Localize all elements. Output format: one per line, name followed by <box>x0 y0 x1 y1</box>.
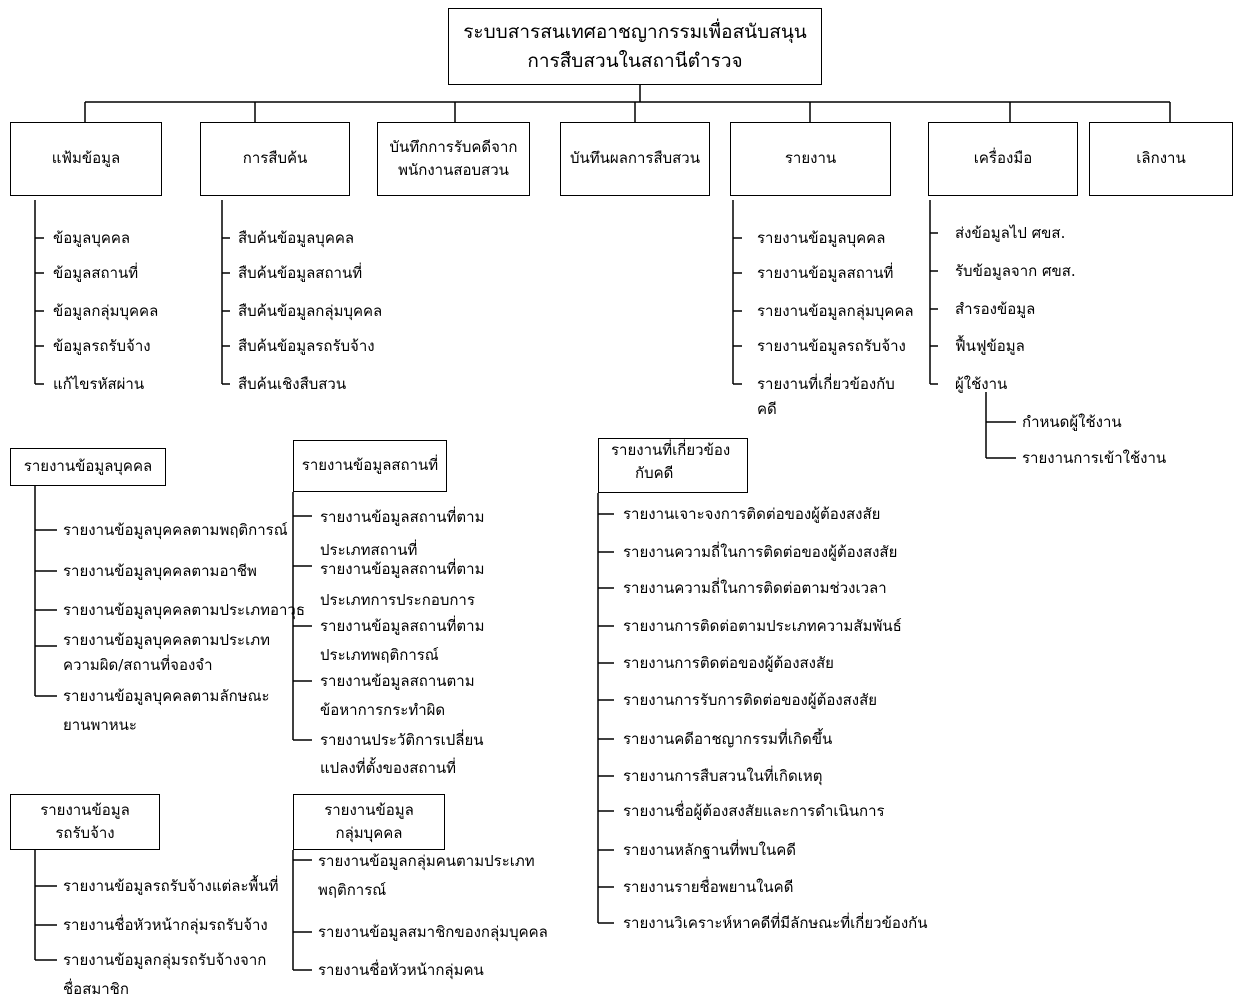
detail-taxi-item-cont: ชื่อสมาชิก <box>63 980 129 998</box>
detail-case-title-2: กับคดี <box>635 464 674 483</box>
detail-place-title: รายงานข้อมูลสถานที่ <box>301 456 439 475</box>
detail-group-title-1: รายงานข้อมูล <box>324 800 414 819</box>
detail-place-item-cont: ประเภทสถานที่ <box>320 541 418 559</box>
menu-tools[interactable]: เครื่องมือ <box>928 122 1078 196</box>
detail-case-item[interactable]: รายงานการติดต่อตามประเภทความสัมพันธ์ <box>623 617 902 635</box>
detail-place-item[interactable]: รายงานข้อมูลสถานที่ตาม <box>320 617 485 635</box>
menu-file-label: แฟ้มข้อมูล <box>51 149 121 168</box>
tools-item-restore[interactable]: ฟื้นฟูข้อมูล <box>955 337 1025 355</box>
menu-report[interactable]: รายงาน <box>730 122 891 196</box>
file-item-place[interactable]: ข้อมูลสถานที่ <box>53 264 139 282</box>
search-item-taxi[interactable]: สืบค้นข้อมูลรถรับจ้าง <box>238 337 375 355</box>
detail-person-item[interactable]: รายงานข้อมูลบุคคลตามพฤติการณ์ <box>63 521 288 539</box>
detail-place-box: รายงานข้อมูลสถานที่ <box>293 440 447 492</box>
menu-case-receive-line1: บันทึกการรับคดีจาก <box>389 137 518 156</box>
detail-group-item-cont: พฤติการณ์ <box>318 881 387 899</box>
detail-place-item-cont: แปลงที่ตั้งของสถานที่ <box>320 759 457 777</box>
menu-investigation-result[interactable]: บันทึนผลการสืบสวน <box>560 122 710 196</box>
detail-taxi-item[interactable]: รายงานข้อมูลกลุ่มรถรับจ้างจาก <box>63 951 267 969</box>
detail-case-item[interactable]: รายงานรายชื่อพยานในคดี <box>623 878 794 896</box>
detail-case-item[interactable]: รายงานหลักฐานที่พบในคดี <box>623 841 797 859</box>
detail-group-item[interactable]: รายงานข้อมูลกลุ่มคนตามประเภท <box>318 852 535 870</box>
menu-case-receive[interactable]: บันทึกการรับคดีจาก พนักงานสอบสวน <box>377 122 530 196</box>
detail-person-item[interactable]: รายงานข้อมูลบุคคลตามประเภท <box>63 631 270 649</box>
search-item-investigative[interactable]: สืบค้นเชิงสืบสวน <box>238 375 347 393</box>
detail-place-item[interactable]: รายงานข้อมูลสถานที่ตาม <box>320 560 485 578</box>
menu-file[interactable]: แฟ้มข้อมูล <box>10 122 162 196</box>
root-line-2: การสืบสวนในสถานีตำรวจ <box>527 49 743 72</box>
detail-person-item[interactable]: รายงานข้อมูลบุคคลตามลักษณะ <box>63 687 270 705</box>
file-item-taxi[interactable]: ข้อมูลรถรับจ้าง <box>53 337 151 355</box>
detail-case-item[interactable]: รายงานความถี่ในการติดต่อตามช่วงเวลา <box>623 579 887 597</box>
detail-case-item[interactable]: รายงานเจาะจงการติดต่อของผู้ต้องสงสัย <box>623 505 881 523</box>
tools-item-backup[interactable]: สำรองข้อมูล <box>955 300 1036 318</box>
detail-group-item[interactable]: รายงานชื่อหัวหน้ากลุ่มคน <box>318 961 484 979</box>
tools-subitem-access-report[interactable]: รายงานการเข้าใช้งาน <box>1022 449 1167 467</box>
detail-person-item[interactable]: รายงานข้อมูลบุคคลตามประเภทอาวุธ <box>63 601 305 619</box>
detail-person-box: รายงานข้อมูลบุคคล <box>10 448 166 486</box>
tools-item-send[interactable]: ส่งข้อมูลไป ศขส. <box>955 224 1066 242</box>
detail-group-box: รายงานข้อมูล กลุ่มบุคคล <box>293 794 445 850</box>
detail-group-item[interactable]: รายงานข้อมูลสมาชิกของกลุ่มบุคคล <box>318 923 548 941</box>
file-item-password[interactable]: แก้ไขรหัสผ่าน <box>53 375 145 393</box>
detail-person-item-cont: ความผิด/สถานที่จองจำ <box>63 656 213 674</box>
detail-place-item-cont: ประเภทพฤติการณ์ <box>320 646 439 664</box>
detail-group-title-2: กลุ่มบุคคล <box>335 824 403 842</box>
menu-exit-label: เลิกงาน <box>1136 149 1186 168</box>
detail-case-item[interactable]: รายงานการติดต่อของผู้ต้องสงสัย <box>623 654 834 672</box>
detail-case-item[interactable]: รายงานชื่อผู้ต้องสงสัยและการดำเนินการ <box>623 802 885 820</box>
menu-tools-label: เครื่องมือ <box>973 149 1033 168</box>
tools-item-receive[interactable]: รับข้อมูลจาก ศขส. <box>955 262 1076 280</box>
detail-place-item-cont: ประเภทการประกอบการ <box>320 591 475 609</box>
detail-taxi-title-2: รถรับจ้าง <box>55 824 115 842</box>
system-root-box: ระบบสารสนเทศอาชญากรรมเพื่อสนับสนุน การสื… <box>448 8 822 85</box>
detail-place-item[interactable]: รายงานข้อมูลสถานที่ตาม <box>320 508 485 526</box>
report-item-case[interactable]: รายงานที่เกี่ยวข้องกับ <box>757 375 895 393</box>
detail-case-item[interactable]: รายงานความถี่ในการติดต่อของผู้ต้องสงสัย <box>623 543 898 561</box>
search-item-place[interactable]: สืบค้นข้อมูลสถานที่ <box>238 264 363 282</box>
menu-report-label: รายงาน <box>784 149 837 168</box>
detail-person-item-cont: ยานพาหนะ <box>63 716 137 734</box>
file-item-person[interactable]: ข้อมูลบุคคล <box>53 229 131 247</box>
detail-case-item[interactable]: รายงานการสืบสวนในที่เกิดเหตุ <box>623 767 823 785</box>
detail-case-item[interactable]: รายงานคดีอาชญากรรมที่เกิดขึ้น <box>623 730 833 748</box>
report-item-person[interactable]: รายงานข้อมูลบุคคล <box>757 229 886 247</box>
detail-person-item[interactable]: รายงานข้อมูลบุคคลตามอาชีพ <box>63 562 257 580</box>
detail-person-title: รายงานข้อมูลบุคคล <box>23 457 153 476</box>
detail-taxi-title-1: รายงานข้อมูล <box>40 800 130 819</box>
search-item-person[interactable]: สืบค้นข้อมูลบุคคล <box>238 229 355 247</box>
report-item-place[interactable]: รายงานข้อมูลสถานที่ <box>757 264 894 282</box>
detail-taxi-box: รายงานข้อมูล รถรับจ้าง <box>10 794 160 850</box>
detail-case-title-1: รายงานที่เกี่ยวข้อง <box>611 441 731 459</box>
tools-item-users[interactable]: ผู้ใช้งาน <box>955 375 1008 393</box>
detail-place-item-cont: ข้อหาการกระทำผิด <box>320 701 446 719</box>
search-item-group[interactable]: สืบค้นข้อมูลกลุ่มบุคคล <box>238 302 383 320</box>
menu-search-label: การสืบค้น <box>242 149 308 168</box>
report-item-group[interactable]: รายงานข้อมูลกลุ่มบุคคล <box>757 302 914 320</box>
menu-search[interactable]: การสืบค้น <box>200 122 350 196</box>
root-line-1: ระบบสารสนเทศอาชญากรรมเพื่อสนับสนุน <box>463 21 807 43</box>
detail-taxi-item[interactable]: รายงานชื่อหัวหน้ากลุ่มรถรับจ้าง <box>63 916 268 934</box>
file-item-group[interactable]: ข้อมูลกลุ่มบุคคล <box>53 302 159 320</box>
detail-case-box: รายงานที่เกี่ยวข้อง กับคดี <box>598 438 748 493</box>
report-item-taxi[interactable]: รายงานข้อมูลรถรับจ้าง <box>757 337 906 355</box>
menu-exit[interactable]: เลิกงาน <box>1089 122 1233 196</box>
report-item-case-cont: คดี <box>757 400 777 418</box>
detail-place-item[interactable]: รายงานข้อมูลสถานตาม <box>320 672 475 690</box>
detail-taxi-item[interactable]: รายงานข้อมูลรถรับจ้างแต่ละพื้นที่ <box>63 877 279 895</box>
menu-investigation-result-label: บันทึนผลการสืบสวน <box>570 149 700 168</box>
detail-place-item[interactable]: รายงานประวัติการเปลี่ยน <box>320 731 484 749</box>
detail-case-item[interactable]: รายงานการรับการติดต่อของผู้ต้องสงสัย <box>623 691 878 709</box>
tools-subitem-define-user[interactable]: กำหนดผู้ใช้งาน <box>1022 413 1122 431</box>
menu-case-receive-line2: พนักงานสอบสวน <box>398 161 509 179</box>
detail-case-item[interactable]: รายงานวิเคราะห์หาคดีที่มีลักษณะที่เกี่ยว… <box>623 914 928 932</box>
